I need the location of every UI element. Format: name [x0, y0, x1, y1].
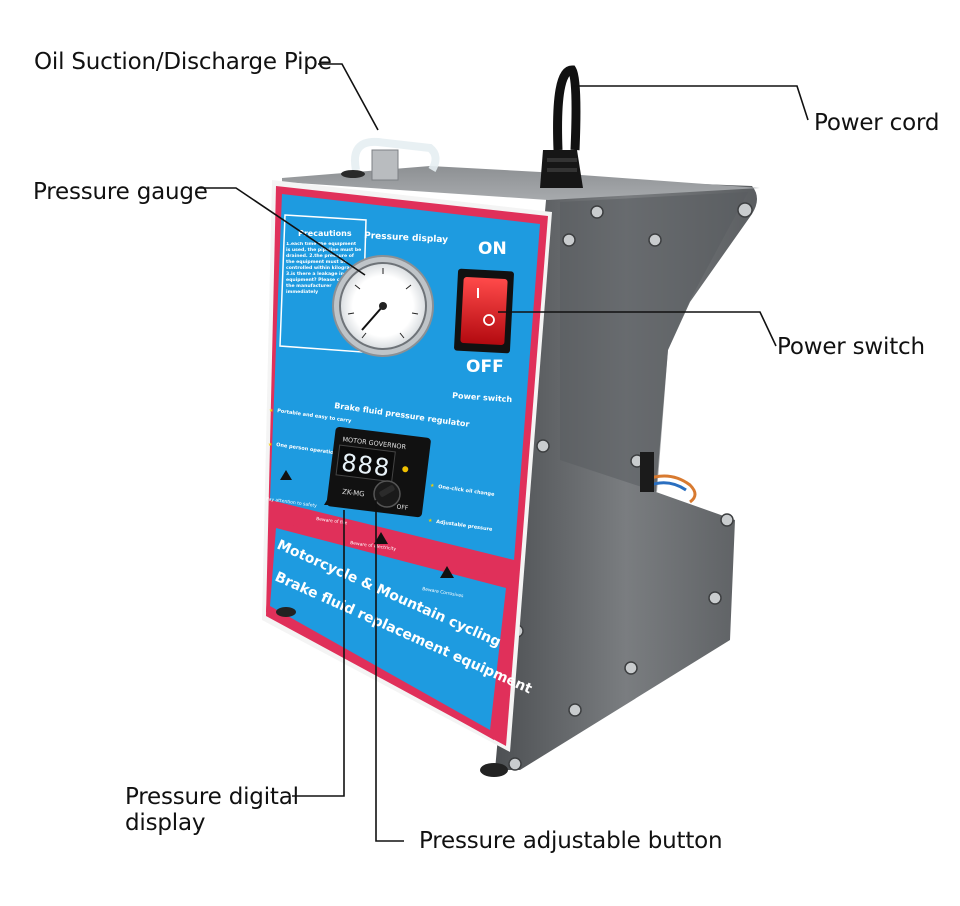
- pressure-gauge: [332, 255, 434, 357]
- label-oil-pipe: Oil Suction/Discharge Pipe: [34, 49, 332, 75]
- pressure-display-label: Pressure display: [364, 231, 449, 245]
- oil-pipe-fitting: [341, 137, 440, 181]
- governor-model: ZK-MG: [342, 488, 365, 499]
- leader-lines: [198, 63, 809, 842]
- label-pressure-gauge: Pressure gauge: [33, 179, 208, 205]
- pressure-knob[interactable]: [373, 480, 401, 508]
- label-power-switch: Power switch: [777, 334, 925, 360]
- svg-text:★: ★: [268, 442, 273, 448]
- label-power-cord: Power cord: [814, 110, 940, 136]
- label-digital-display: Pressure digital display: [125, 784, 299, 836]
- power-switch[interactable]: ON OFF Power switch: [452, 239, 514, 404]
- label-adjust-button: Pressure adjustable button: [419, 828, 723, 854]
- governor-off: OFF: [396, 504, 409, 512]
- precautions-title: Precautions: [298, 229, 352, 238]
- power-cord: [540, 65, 583, 188]
- svg-text:★: ★: [269, 408, 274, 414]
- governor-digits: 888: [340, 449, 392, 483]
- power-switch-caption: Power switch: [452, 391, 513, 404]
- svg-text:★: ★: [428, 518, 433, 524]
- svg-text:★: ★: [430, 483, 435, 489]
- motor-governor: MOTOR GOVERNOR 888 ZK-MG OFF: [326, 426, 431, 518]
- warn-2: Beware of fire: [316, 516, 348, 526]
- side-housing: [282, 166, 760, 771]
- switch-off-label: OFF: [466, 357, 504, 377]
- switch-on-label: ON: [478, 239, 507, 259]
